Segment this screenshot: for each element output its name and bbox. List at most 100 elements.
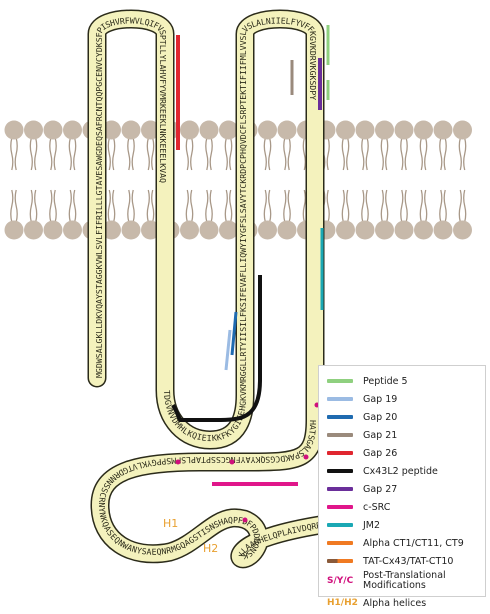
lipid-tail	[191, 138, 193, 170]
lipid-tail	[35, 190, 37, 222]
legend-item-ptm: S/Y/C Post-Translational Modifications	[327, 570, 479, 592]
lipid-tail	[147, 138, 149, 170]
lipid-tail	[186, 138, 188, 170]
lipid-tail	[35, 138, 37, 170]
lipid-head	[375, 121, 394, 140]
lipid-tail	[210, 190, 212, 222]
lipid-tail	[362, 190, 364, 222]
legend-item: Gap 19	[327, 390, 479, 408]
legend-item: Gap 26	[327, 444, 479, 462]
legend-item: Alpha CT1/CT11, CT9	[327, 534, 479, 552]
legend-swatch	[327, 433, 353, 437]
lipid-tail	[54, 138, 56, 170]
lipid-tail	[386, 190, 388, 222]
marker-gap-20	[232, 312, 236, 355]
legend-helix-label: Alpha helices	[363, 598, 426, 609]
legend-swatch	[327, 451, 353, 455]
lipid-tail	[74, 190, 76, 222]
helix-label-h2: H2	[203, 542, 218, 555]
lipid-head	[24, 221, 43, 240]
legend-item: Gap 27	[327, 480, 479, 498]
lipid-tail	[147, 190, 149, 222]
lipid-tail	[108, 138, 110, 170]
lipid-tail	[225, 190, 227, 222]
lipid-head	[180, 221, 199, 240]
lipid-tail	[186, 190, 188, 222]
lipid-head	[180, 121, 199, 140]
lipid-head	[336, 121, 355, 140]
lipid-tail	[284, 138, 286, 170]
lipid-tail	[69, 138, 71, 170]
lipid-head	[278, 221, 297, 240]
lipid-molecule	[434, 121, 453, 171]
lipid-tail	[132, 138, 134, 170]
legend-label: Gap 27	[363, 484, 397, 495]
lipid-tail	[225, 138, 227, 170]
lipid-tail	[381, 190, 383, 222]
legend-label: Cx43L2 peptide	[363, 466, 438, 477]
lipid-tail	[366, 138, 368, 170]
ptm-site-marker	[304, 455, 309, 460]
legend-item: Gap 20	[327, 408, 479, 426]
lipid-tail	[128, 190, 130, 222]
lipid-tail	[303, 190, 305, 222]
lipid-molecule	[44, 190, 63, 240]
legend-label: TAT-Cx43/TAT-CT10	[363, 556, 453, 567]
lipid-molecule	[395, 190, 414, 240]
lipid-tail	[206, 138, 208, 170]
ptm-site-marker	[176, 460, 181, 465]
lipid-tail	[152, 190, 154, 222]
lipid-tail	[327, 190, 329, 222]
lipid-head	[122, 221, 141, 240]
lipid-tail	[152, 138, 154, 170]
lipid-tail	[444, 190, 446, 222]
lipid-head	[453, 121, 472, 140]
lipid-molecule	[336, 121, 355, 171]
lipid-tail	[381, 138, 383, 170]
legend-label: Gap 19	[363, 394, 397, 405]
lipid-molecule	[258, 121, 277, 171]
lipid-tail	[50, 190, 52, 222]
lipid-tail	[15, 138, 17, 170]
lipid-molecule	[63, 190, 82, 240]
legend-item: TAT-Cx43/TAT-CT10	[327, 552, 479, 570]
lipid-head	[5, 121, 24, 140]
legend-swatch	[327, 487, 353, 491]
lipid-molecule	[434, 190, 453, 240]
lipid-tail	[362, 138, 364, 170]
lipid-tail	[113, 190, 115, 222]
legend-swatch	[327, 469, 353, 473]
lipid-head	[258, 221, 277, 240]
lipid-tail	[113, 138, 115, 170]
lipid-head	[434, 221, 453, 240]
helix-label-h1: H1	[163, 517, 178, 530]
lipid-molecule	[122, 121, 141, 171]
lipid-head	[63, 121, 82, 140]
legend-item: Gap 21	[327, 426, 479, 444]
legend-item: Cx43L2 peptide	[327, 462, 479, 480]
lipid-head	[356, 221, 375, 240]
lipid-head	[200, 221, 219, 240]
lipid-head	[200, 121, 219, 140]
lipid-head	[336, 221, 355, 240]
legend-label: Gap 20	[363, 412, 397, 423]
lipid-tail	[11, 138, 13, 170]
lipid-tail	[459, 138, 461, 170]
lipid-molecule	[414, 190, 433, 240]
lipid-molecule	[258, 190, 277, 240]
lipid-tail	[132, 190, 134, 222]
lipid-molecule	[453, 190, 472, 240]
lipid-tail	[405, 138, 407, 170]
lipid-head	[395, 221, 414, 240]
lipid-head	[219, 221, 238, 240]
lipid-tail	[128, 138, 130, 170]
ptm-site-marker	[230, 460, 235, 465]
lipid-tail	[50, 138, 52, 170]
lipid-head	[44, 221, 63, 240]
lipid-tail	[420, 190, 422, 222]
lipid-molecule	[336, 190, 355, 240]
lipid-head	[258, 121, 277, 140]
lipid-tail	[288, 190, 290, 222]
lipid-tail	[11, 190, 13, 222]
lipid-tail	[464, 190, 466, 222]
